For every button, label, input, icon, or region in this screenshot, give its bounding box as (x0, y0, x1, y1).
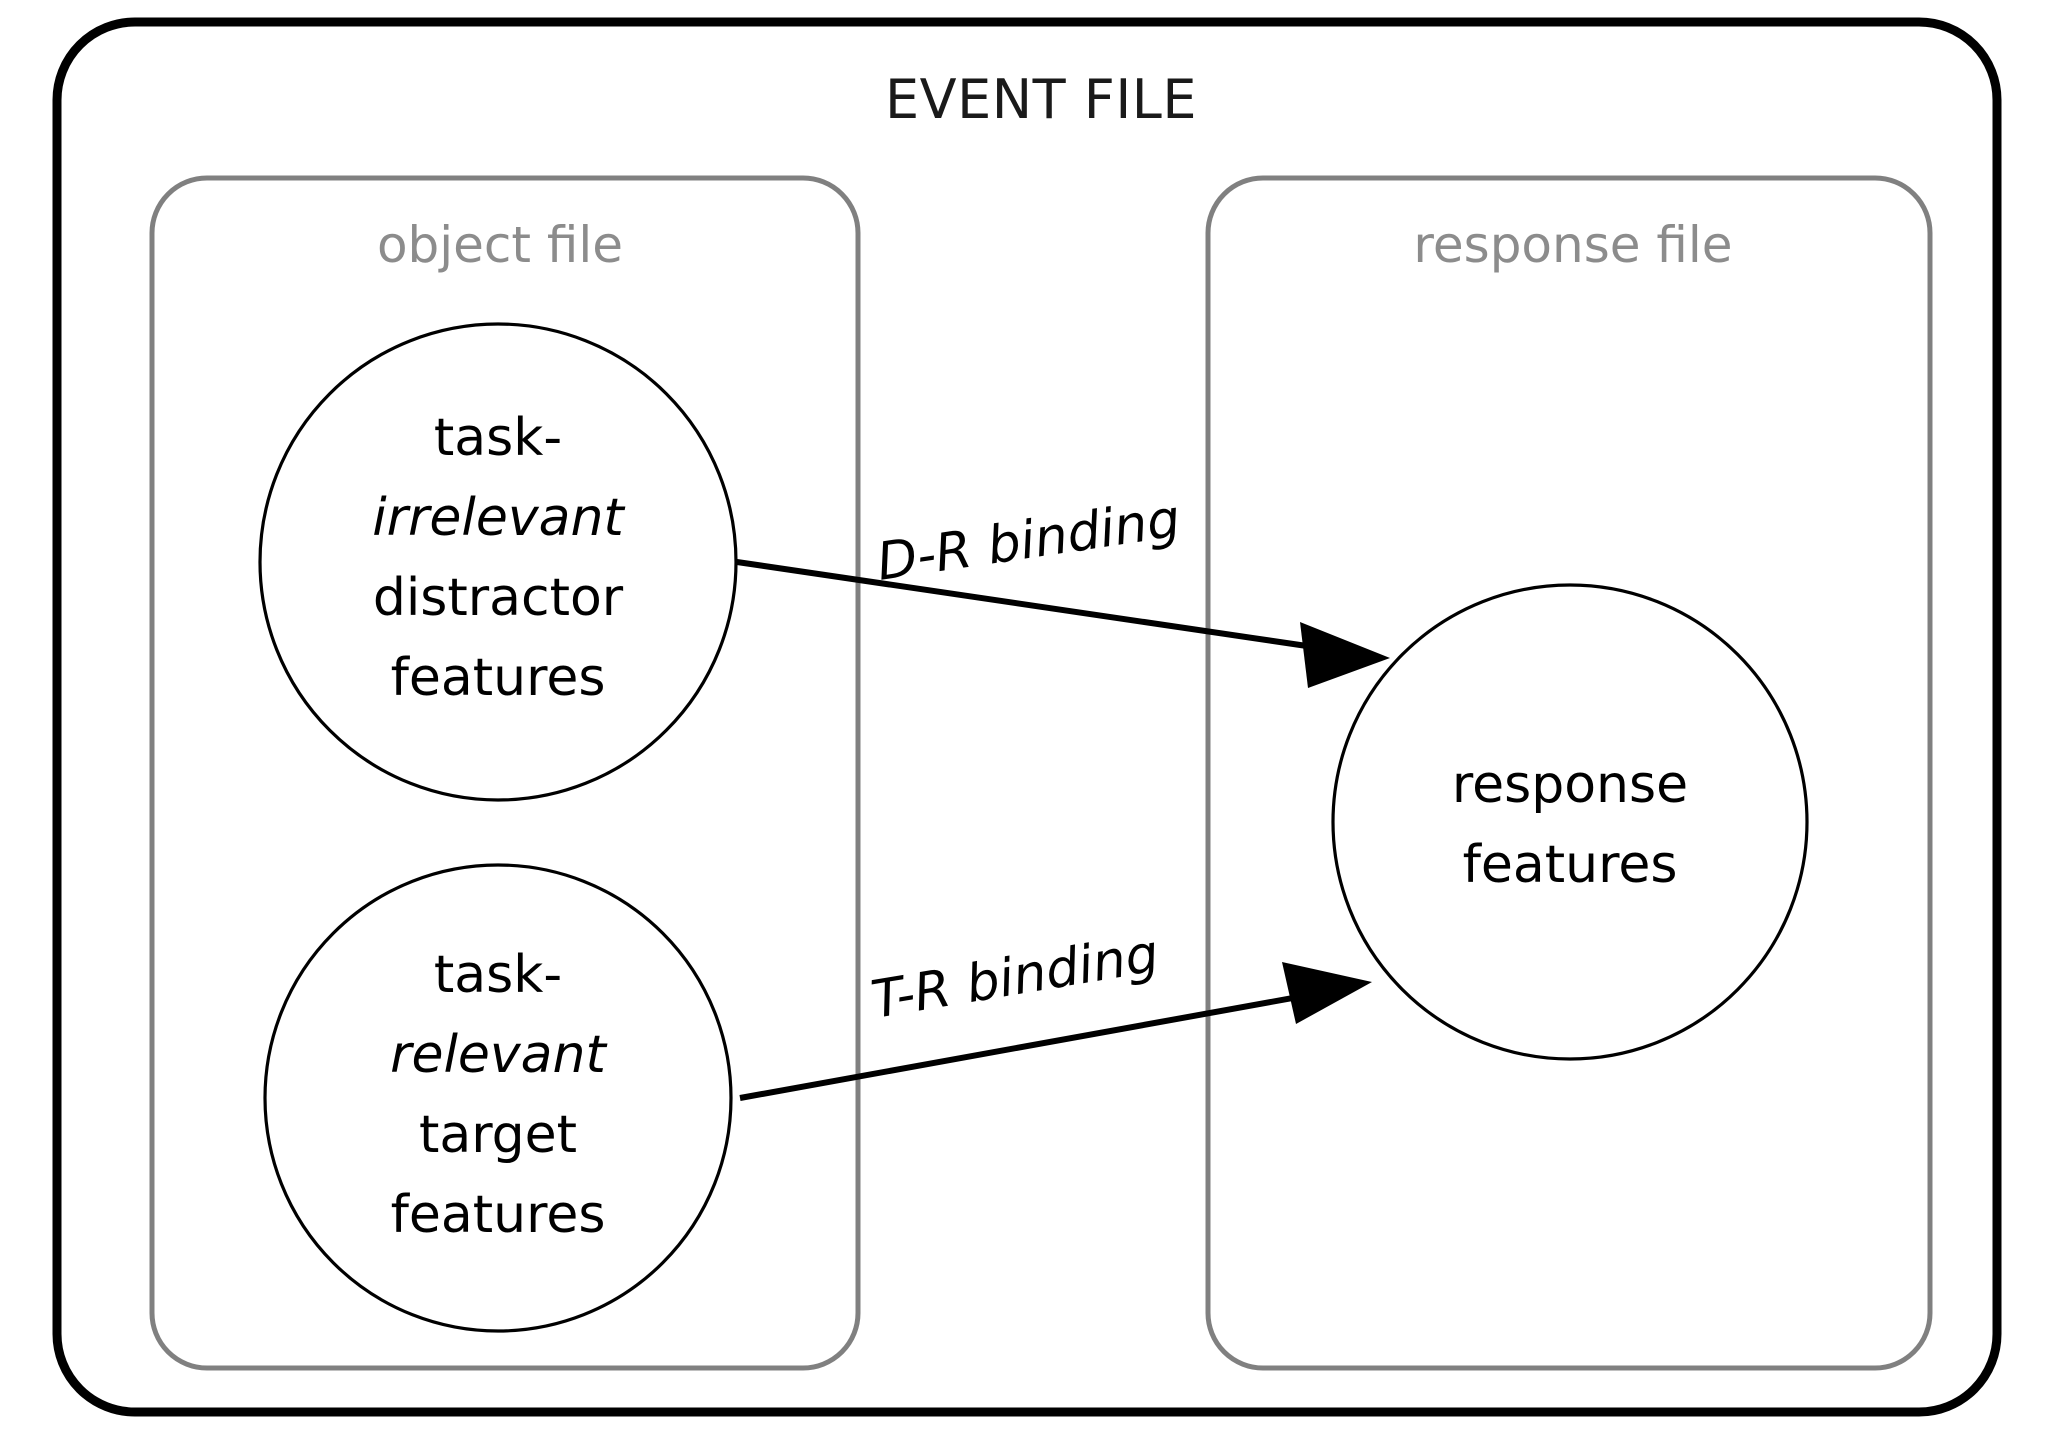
object-file-label: object file (377, 216, 623, 274)
response-file-container (1205, 175, 1933, 1371)
t-r-binding-arrow (739, 962, 1372, 1101)
target-features-circle (263, 863, 733, 1333)
target-line-2: relevant (390, 1025, 607, 1085)
distractor-line-4: features (391, 648, 606, 708)
d-r-binding-arrow (736, 559, 1390, 688)
response-line-1: response (1452, 755, 1688, 815)
t-r-binding-label: T-R binding (867, 924, 1163, 1031)
target-line-1: task- (434, 945, 562, 1005)
target-line-3: target (419, 1105, 577, 1165)
response-line-2: features (1463, 835, 1678, 895)
page-title: EVENT FILE (885, 68, 1197, 131)
event-file-container (52, 17, 2002, 1417)
d-r-arrowhead (1300, 622, 1390, 688)
object-file-container (149, 175, 861, 1371)
distractor-features-circle (258, 322, 738, 802)
distractor-line-3: distractor (373, 568, 624, 628)
response-file-label: response file (1413, 216, 1732, 274)
distractor-line-2: irrelevant (372, 488, 625, 548)
d-r-binding-label: D-R binding (873, 489, 1184, 593)
distractor-line-1: task- (434, 408, 562, 468)
response-features-circle (1331, 583, 1809, 1061)
t-r-arrowhead (1282, 962, 1372, 1024)
target-line-4: features (391, 1185, 606, 1245)
